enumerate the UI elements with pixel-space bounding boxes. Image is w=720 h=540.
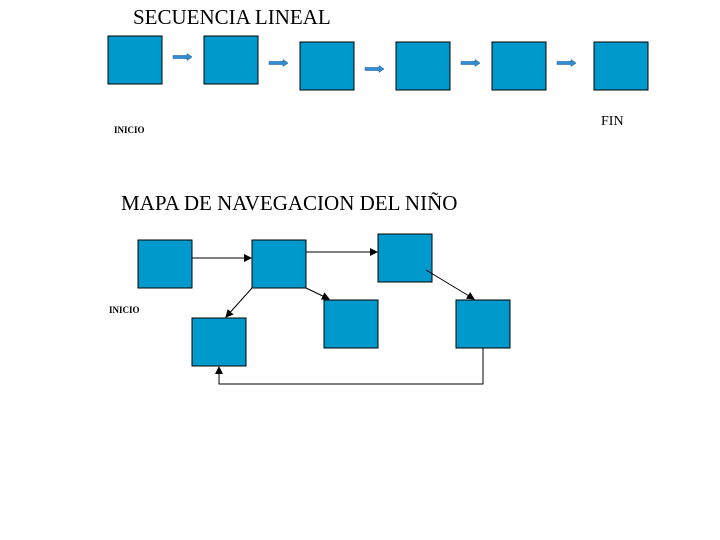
navigation-map bbox=[137, 233, 511, 385]
nav-node-lower-left bbox=[191, 317, 247, 367]
linear-node-5 bbox=[491, 41, 547, 91]
nav-edge-upper-right-to-lower-right bbox=[425, 269, 475, 300]
nav-node-lower-middle bbox=[323, 299, 379, 349]
navigation-start-label: INICIO bbox=[109, 305, 140, 315]
linear-node-4 bbox=[395, 41, 451, 91]
nav-edge-hub-to-lower-left bbox=[225, 287, 253, 318]
linear-arrow-1 bbox=[172, 53, 193, 61]
nav-node-start bbox=[137, 239, 193, 289]
linear-node-6 bbox=[593, 41, 649, 91]
linear-node-1 bbox=[107, 35, 163, 85]
nav-edge-lower-right-back-to-lower-left bbox=[215, 348, 484, 385]
linear-sequence-title: SECUENCIA LINEAL bbox=[133, 5, 331, 29]
linear-sequence bbox=[107, 35, 649, 91]
navigation-map-title: MAPA DE NAVEGACION DEL NIÑO bbox=[121, 191, 458, 215]
nav-node-upper-right bbox=[377, 233, 433, 283]
linear-arrow-4 bbox=[460, 59, 481, 67]
linear-end-label: FIN bbox=[601, 114, 624, 129]
nav-edge-hub-to-lower-middle bbox=[305, 287, 330, 300]
linear-arrow-3 bbox=[364, 65, 385, 73]
linear-node-2 bbox=[203, 35, 259, 85]
nav-node-lower-right bbox=[455, 299, 511, 349]
linear-start-label: INICIO bbox=[114, 125, 145, 135]
linear-arrow-2 bbox=[268, 59, 289, 67]
linear-node-3 bbox=[299, 41, 355, 91]
nav-node-hub bbox=[251, 239, 307, 289]
linear-arrow-5 bbox=[556, 59, 577, 67]
